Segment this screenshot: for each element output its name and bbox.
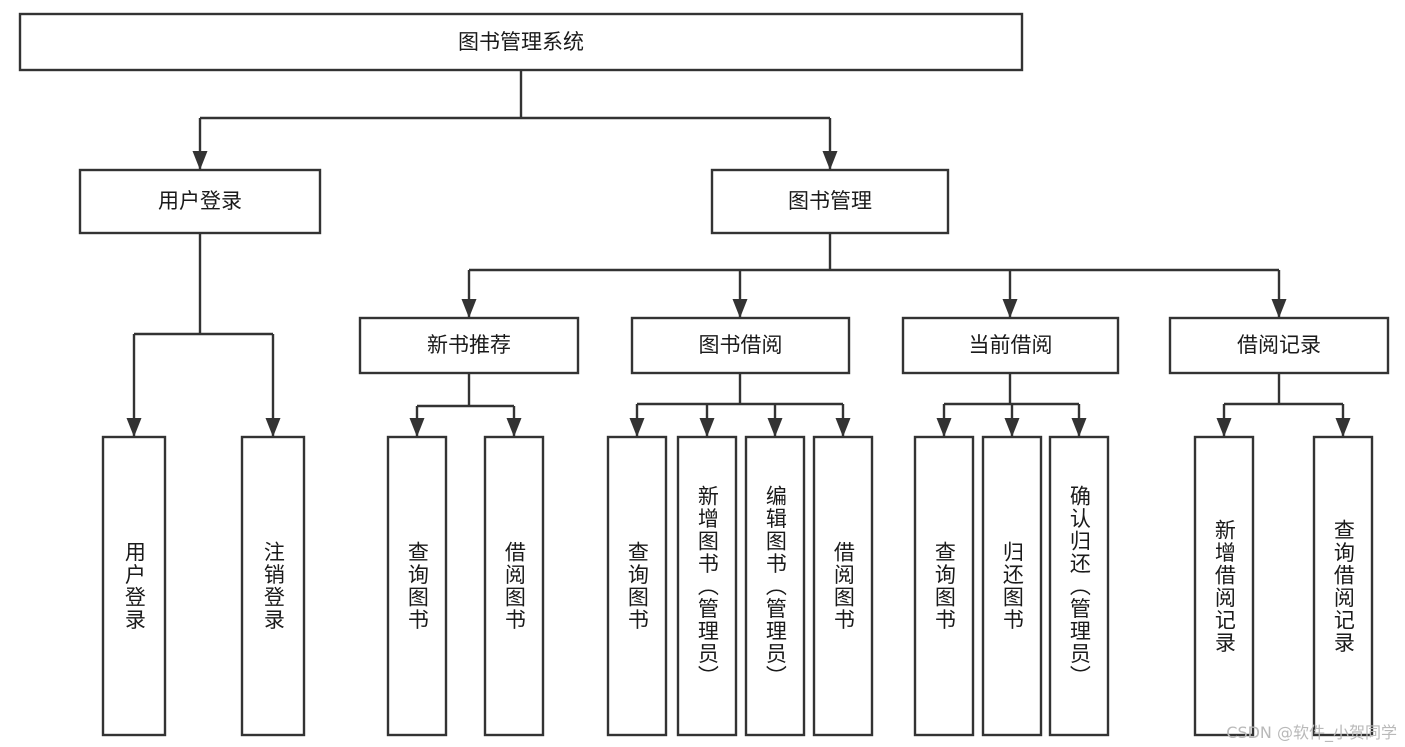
node-leaf-query-borrow-record [1312,435,1374,737]
arrow-head [409,418,425,437]
node-leaf-borrow-book [812,435,874,737]
arrow-head [1335,418,1351,437]
node-leaf-add-book-admin [676,435,738,737]
watermark-text: CSDN @软件_小贺同学 [1226,723,1397,742]
node-user-login [78,168,322,235]
boxes-layer [18,12,1390,737]
node-leaf-query-book-borrow [606,435,668,737]
node-borrow-record [1168,316,1390,375]
node-leaf-add-borrow-record [1193,435,1255,737]
arrow-head [1071,418,1087,437]
edges-layer [126,70,1351,437]
arrow-head [192,151,208,170]
node-leaf-confirm-return-admin [1048,435,1110,737]
arrow-head [629,418,645,437]
node-book-borrow [630,316,851,375]
arrow-head [835,418,851,437]
node-leaf-edit-book-admin [744,435,806,737]
arrow-head [1271,299,1287,318]
arrow-head [1004,418,1020,437]
node-leaf-user-logout [240,435,306,737]
arrow-head [506,418,522,437]
arrow-head [265,418,281,437]
node-current-borrow [901,316,1120,375]
arrow-head [1002,299,1018,318]
arrow-head [461,299,477,318]
arrow-head [822,151,838,170]
arrow-head [699,418,715,437]
node-leaf-user-login [101,435,167,737]
node-root [18,12,1024,72]
node-leaf-return-book [981,435,1043,737]
arrow-head [767,418,783,437]
node-new-book-recommend [358,316,580,375]
arrow-head [732,299,748,318]
arrow-head [126,418,142,437]
arrow-head [936,418,952,437]
arrow-head [1216,418,1232,437]
node-leaf-query-book-rec [386,435,448,737]
node-book-manage [710,168,950,235]
node-leaf-query-book-cur [913,435,975,737]
node-leaf-borrow-book-rec [483,435,545,737]
